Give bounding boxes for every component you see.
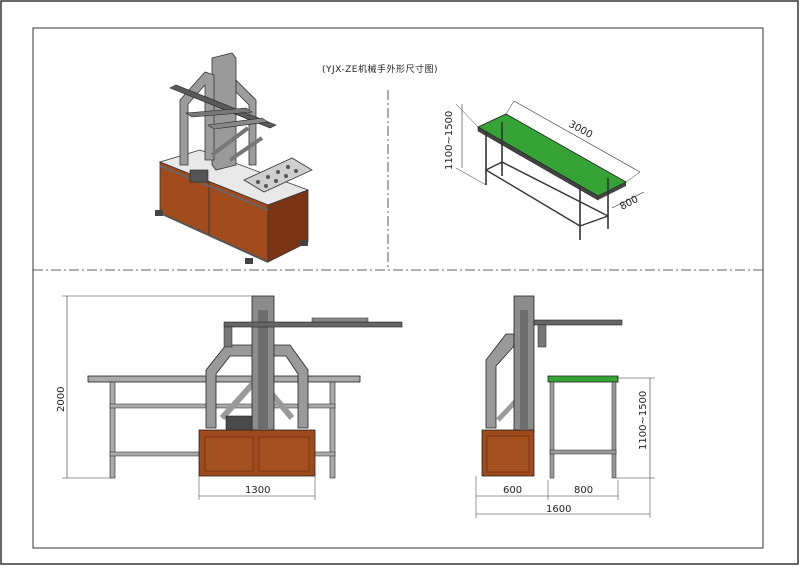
iso-tray [243, 157, 313, 193]
robot-isometric-view [155, 52, 313, 264]
iso-belt-edge-end [598, 182, 626, 200]
iso-foot [245, 258, 253, 264]
side-table-rail [549, 449, 617, 455]
front-motor [225, 415, 253, 431]
iso-cabinet-frame-top [159, 165, 269, 211]
iso-table-stretcher [485, 169, 581, 227]
side-top-arm [533, 319, 623, 326]
iso-table-stretcher [485, 161, 503, 171]
iso-foot [155, 210, 163, 216]
side-table-label: 800 [574, 485, 593, 496]
iso-height-ext [455, 167, 487, 186]
front-width-label: 1300 [245, 485, 270, 496]
inner-border [32, 27, 764, 549]
front-column-inner [258, 310, 268, 430]
side-total-label: 1600 [546, 504, 571, 515]
iso-foot [300, 240, 308, 246]
side-table-leg [549, 381, 555, 479]
front-view: 2000 1300 [56, 295, 403, 500]
front-cabinet-panel [204, 436, 254, 472]
front-gripper [223, 326, 233, 348]
side-table-belt [547, 375, 619, 383]
side-column-inner [520, 310, 528, 430]
front-table-leg [109, 381, 116, 479]
side-gripper [537, 324, 547, 348]
iso-height-ext [455, 103, 479, 128]
iso-table-stretcher [501, 161, 609, 217]
iso-top-beam-2 [185, 107, 253, 118]
side-base-label: 600 [503, 485, 522, 496]
iso-arm [207, 117, 269, 130]
front-cabinet-panel [258, 436, 310, 472]
iso-width-dimline [611, 191, 645, 209]
front-arm-extension [311, 317, 369, 323]
side-cabinet-panel [486, 435, 530, 473]
drawing-title: (YJX-ZE机械手外形尺寸图) [322, 63, 438, 75]
front-table-rail [109, 403, 336, 409]
iso-length-ext [505, 100, 515, 115]
side-view: 1100~1500 600 800 1600 [475, 295, 655, 518]
side-table-leg [611, 381, 617, 479]
table-isometric-view: 1100~1500 3000 800 [444, 100, 645, 240]
iso-motor [189, 169, 209, 183]
iso-height-label: 1100~1500 [444, 111, 455, 170]
iso-length-dimline [513, 100, 641, 173]
iso-table-stretcher [579, 215, 609, 227]
iso-brace-2 [228, 136, 264, 162]
front-height-label: 2000 [56, 387, 67, 412]
iso-cabinet-frame-bottom [159, 212, 269, 263]
iso-top-beam [169, 84, 277, 129]
front-top-arm [223, 321, 403, 328]
front-table-top [87, 375, 361, 383]
iso-tray-holes [256, 165, 298, 188]
front-table-leg [329, 381, 336, 479]
iso-length-ext [625, 171, 641, 183]
side-height-label: 1100~1500 [638, 391, 649, 450]
iso-brace [210, 126, 250, 157]
